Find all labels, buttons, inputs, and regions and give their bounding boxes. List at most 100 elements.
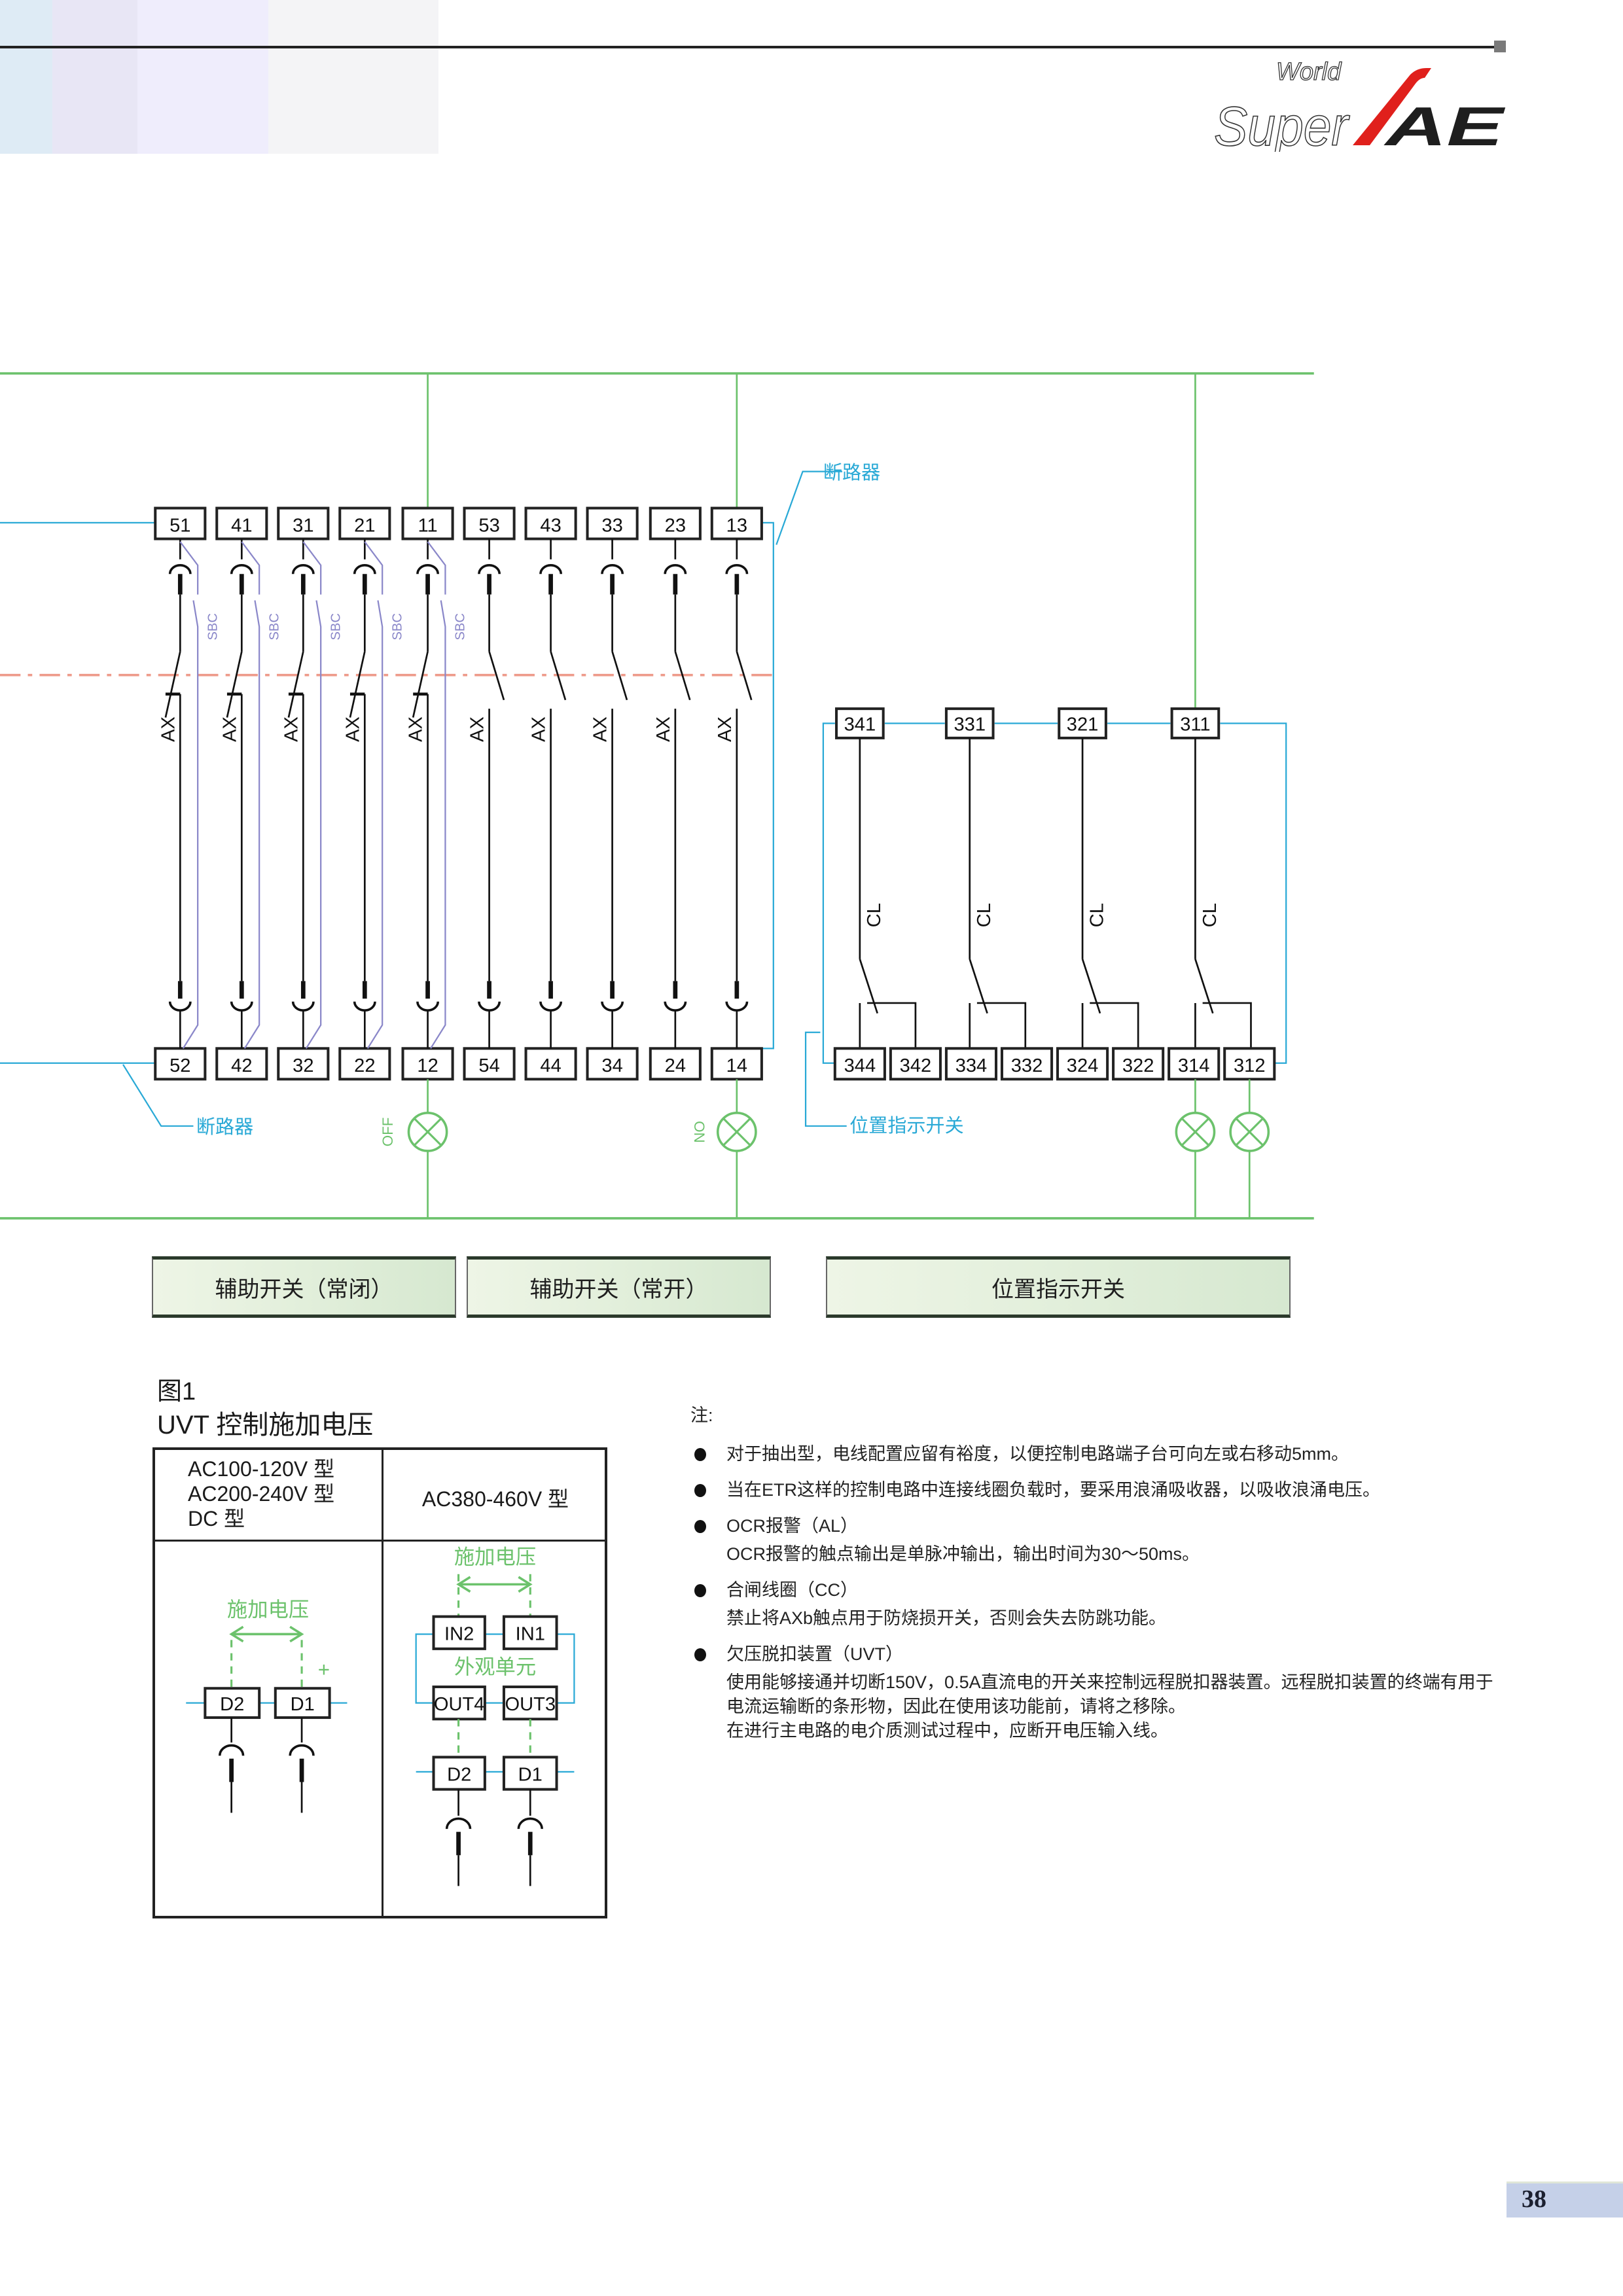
ax-label: AX xyxy=(715,716,736,742)
terminal-label: 53 xyxy=(478,515,499,536)
terminal-label: 24 xyxy=(665,1055,686,1076)
terminal-label: 13 xyxy=(726,515,747,536)
sbc-wire xyxy=(241,541,260,595)
drawout-connector-icon xyxy=(725,564,749,574)
contact-wire xyxy=(976,1002,1027,1049)
ax-label: AX xyxy=(342,716,363,742)
lamp-cross xyxy=(414,1118,442,1146)
terminal-label: 51 xyxy=(169,515,190,536)
position-leader xyxy=(804,1031,847,1127)
ax-label: AX xyxy=(653,716,674,742)
apply-voltage-label: 施加电压 xyxy=(227,1598,309,1621)
contact-blade xyxy=(287,651,304,718)
header-rule-end-marker xyxy=(1494,41,1506,52)
note-body: 使用能够接通并切断150V，0.5A直流电的开关来控制远程脱扣器装置。远程脱扣装… xyxy=(726,1672,1493,1740)
terminal-label: 314 xyxy=(1178,1055,1210,1076)
sbc-label: SBC xyxy=(390,613,404,640)
drawout-connector-icon xyxy=(416,564,440,574)
position-switch-button[interactable]: 位置指示开关 xyxy=(826,1256,1291,1318)
note-body: OCR报警的触点输出是单脉冲输出，输出时间为30～50ms。 xyxy=(726,1544,1200,1564)
logo-world-text: World xyxy=(1276,58,1342,86)
terminal-box xyxy=(835,707,885,739)
bullet-icon xyxy=(694,1584,706,1597)
arrow-head-icon xyxy=(456,1576,471,1593)
drawout-connector-icon xyxy=(416,1001,440,1012)
ax-label: AX xyxy=(467,716,488,742)
aux-switch-no-button[interactable]: 辅助开关（常开） xyxy=(467,1256,771,1318)
contact-blade xyxy=(349,651,366,718)
terminal-label: 41 xyxy=(231,515,252,536)
terminal-box xyxy=(1170,707,1221,739)
terminal-label: 324 xyxy=(1067,1055,1099,1076)
contact-blade xyxy=(969,959,988,1014)
drawout-connector-icon xyxy=(664,1001,687,1012)
contact-blade xyxy=(488,651,505,701)
terminal-box xyxy=(463,506,516,540)
terminal-label: 344 xyxy=(844,1055,876,1076)
drawout-connector-icon xyxy=(289,1744,315,1756)
unit-link-wire xyxy=(556,1633,575,1704)
terminal-box xyxy=(502,1756,558,1791)
drawout-connector-icon xyxy=(353,1001,376,1012)
cl-label: CL xyxy=(864,903,885,927)
drawout-connector-icon xyxy=(478,1001,501,1012)
sbc-wire xyxy=(305,600,322,1049)
ax-label: AX xyxy=(158,716,179,742)
sbc-wire xyxy=(302,541,322,595)
terminal-label: 42 xyxy=(231,1055,252,1076)
drawout-connector-icon xyxy=(291,564,315,574)
note-item: 当在ETR这样的控制电路中连接线圈负载时，要采用浪涌吸收器，以吸收浪涌电压。 xyxy=(690,1478,1508,1502)
terminal-label: 31 xyxy=(293,515,313,536)
note-heading: OCR报警（AL） xyxy=(726,1516,859,1536)
bullet-icon xyxy=(694,1484,706,1497)
terminal-label: 34 xyxy=(601,1055,622,1076)
terminal-box xyxy=(710,1047,763,1081)
bullet-icon xyxy=(694,1448,706,1461)
cl-label: CL xyxy=(1200,903,1221,927)
terminal-label: 44 xyxy=(540,1055,561,1076)
contact-blade xyxy=(1194,959,1214,1014)
terminal-label: 334 xyxy=(955,1055,988,1076)
uvt-table: AC100-120V 型 AC200-240V 型 DC 型 AC380-460… xyxy=(152,1447,607,1918)
drawout-connector-icon xyxy=(517,1817,543,1829)
page-number: 38 xyxy=(1522,2185,1546,2213)
sbc-wire xyxy=(243,600,260,1049)
terminal-box xyxy=(432,1686,486,1721)
table-divider xyxy=(155,1540,605,1542)
ax-label: AX xyxy=(406,716,427,742)
contact-blade xyxy=(611,651,628,701)
sbc-wire xyxy=(430,600,446,1049)
contact-wire xyxy=(1090,1002,1139,1049)
figure-label: 图1 xyxy=(157,1378,196,1405)
logo-red-swoosh xyxy=(1353,68,1431,145)
terminal-label: 32 xyxy=(293,1055,313,1076)
terminal-label: 342 xyxy=(900,1055,932,1076)
contact-wire xyxy=(867,1002,917,1049)
terminal-label: D2 xyxy=(220,1694,244,1715)
drawout-connector-icon xyxy=(291,1001,315,1012)
logo-super-text: Super xyxy=(1214,96,1350,152)
terminal-label: 22 xyxy=(354,1055,375,1076)
aux-switch-nc-button[interactable]: 辅助开关（常闭） xyxy=(152,1256,456,1318)
terminal-box xyxy=(1056,1047,1109,1081)
contact-blade xyxy=(550,651,567,701)
bullet-icon xyxy=(694,1520,706,1533)
terminal-box xyxy=(432,1756,486,1791)
terminal-box xyxy=(1112,1047,1165,1081)
terminal-label: 14 xyxy=(726,1055,747,1076)
sbc-label: SBC xyxy=(454,613,468,640)
terminal-box xyxy=(889,1047,942,1081)
sbc-wire xyxy=(366,600,383,1049)
ax-label: AX xyxy=(529,716,550,742)
terminal-label: 341 xyxy=(844,715,876,735)
contact-blade xyxy=(859,959,878,1014)
plus-sign: + xyxy=(318,1658,330,1681)
terminal-label: 331 xyxy=(954,715,986,735)
terminal-label: D1 xyxy=(291,1694,315,1715)
drawout-connector-icon xyxy=(445,1817,472,1829)
terminal-box xyxy=(944,1047,998,1081)
ax-label: AX xyxy=(281,716,302,742)
uvt-type-ac200: AC200-240V 型 xyxy=(188,1482,335,1506)
terminal-box xyxy=(274,1687,331,1720)
header-band xyxy=(268,0,438,154)
